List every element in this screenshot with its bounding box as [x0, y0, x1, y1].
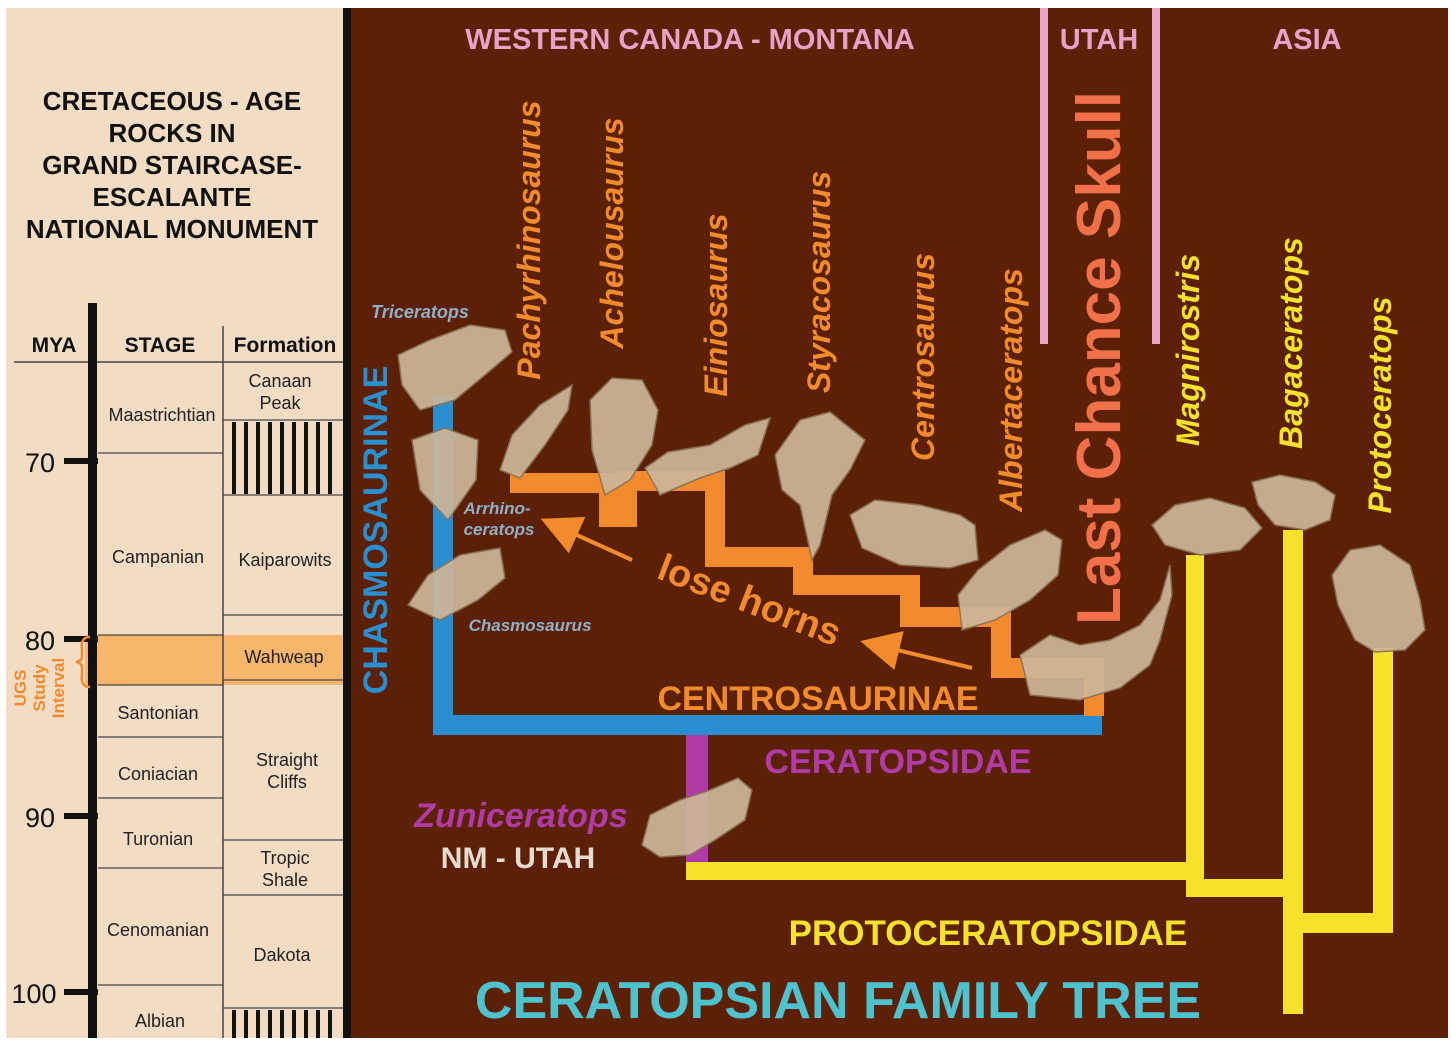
taxon-albertaceratops: Albertaceratops — [993, 268, 1029, 513]
clade-label-ceratopsidae: CERATOPSIDAE — [764, 743, 1031, 781]
clade-label-protoceratopsidae: PROTOCERATOPSIDAE — [789, 914, 1188, 953]
taxon-magnirostris: Magnirostris — [1170, 254, 1206, 446]
branch-segment — [1373, 648, 1393, 933]
region-label-utah: UTAH — [1060, 24, 1138, 56]
region-label-asia: ASIA — [1272, 24, 1341, 56]
study-interval-word: UGS — [11, 670, 30, 707]
taxon-zuniceratops-locality: NM - UTAH — [441, 842, 595, 875]
taxon-triceratops: Triceratops — [371, 302, 469, 322]
mya-tick-label: 70 — [25, 448, 55, 478]
stage-label: Coniacian — [118, 764, 198, 784]
panel-divider — [343, 8, 351, 1038]
clade-label-centrosaurinae: CENTROSAURINAE — [657, 680, 978, 718]
formation-label: Canaan — [248, 371, 311, 391]
formation-label: Tropic — [260, 848, 309, 868]
utah-divider-left — [1040, 8, 1048, 344]
formation-label: Wahweap — [244, 647, 323, 667]
stage-label: Albian — [135, 1011, 185, 1031]
branch-segment — [1186, 555, 1204, 897]
stratigraphy-panel: CRETACEOUS - AGE ROCKS IN GRAND STAIRCAS… — [6, 8, 343, 1038]
taxon-zuniceratops: Zuniceratops — [413, 797, 627, 835]
taxon-achelousaurus: Achelousaurus — [594, 117, 630, 349]
panel-title-line: CRETACEOUS - AGE — [43, 86, 302, 116]
taxon-protoceratops: Protoceratops — [1362, 297, 1398, 514]
family-tree-panel: WESTERN CANADA - MONTANA UTAH ASIA — [351, 8, 1448, 1038]
taxon-chasmosaurus: Chasmosaurus — [469, 616, 592, 635]
study-interval-word: Interval — [49, 658, 68, 718]
formation-label: Cliffs — [267, 772, 307, 792]
mya-tick — [64, 636, 98, 642]
stage-label: Turonian — [123, 829, 193, 849]
mya-tick — [64, 813, 98, 819]
mya-tick — [64, 989, 98, 995]
branch-segment — [1283, 530, 1303, 1014]
study-interval-word: Study — [30, 664, 49, 712]
clade-label-chasmosaurinae: CHASMOSAURINAE — [357, 366, 395, 695]
panel-title-line: NATIONAL MONUMENT — [26, 214, 318, 244]
branch-segment — [1186, 879, 1300, 897]
formation-label: Peak — [259, 393, 301, 413]
taxon-arrhinoceratops-line2: ceratops — [464, 520, 535, 539]
mya-tick-label: 90 — [25, 803, 55, 833]
stage-label: Cenomanian — [107, 920, 209, 940]
taxon-pachyrhinosaurus: Pachyrhinosaurus — [511, 100, 547, 379]
taxon-bagaceratops: Bagaceratops — [1273, 237, 1309, 449]
header-mya: MYA — [32, 334, 77, 357]
taxon-styracosaurus: Styracosaurus — [801, 171, 837, 393]
taxon-arrhinoceratops-line1: Arrhino- — [462, 499, 530, 518]
unconformity-hatch — [226, 1010, 340, 1038]
taxon-last-chance-skull: Last Chance Skull — [1065, 91, 1134, 625]
mya-tick — [64, 458, 98, 464]
header-stage: STAGE — [125, 334, 196, 357]
unconformity-hatch — [226, 422, 340, 494]
utah-divider-right — [1152, 8, 1160, 344]
stage-label: Maastrichtian — [108, 405, 215, 425]
formation-label: Dakota — [253, 945, 311, 965]
mya-tick-label: 80 — [25, 626, 55, 656]
region-label-west: WESTERN CANADA - MONTANA — [465, 24, 915, 56]
branch-segment — [433, 715, 1102, 735]
taxon-centrosaurus: Centrosaurus — [905, 253, 941, 461]
panel-title-line: ESCALANTE — [93, 182, 252, 212]
formation-label: Shale — [262, 870, 308, 890]
main-title: CERATOPSIAN FAMILY TREE — [475, 972, 1201, 1030]
taxon-einiosaurus: Einiosaurus — [698, 213, 734, 396]
formation-label: Kaiparowits — [238, 550, 331, 570]
stage-label: Santonian — [117, 703, 198, 723]
mya-tick-label: 100 — [11, 979, 56, 1009]
mya-axis — [88, 303, 97, 1038]
formation-label: Straight — [256, 750, 318, 770]
panel-title-line: ROCKS IN — [108, 118, 235, 148]
header-formation: Formation — [234, 334, 337, 357]
panel-title-line: GRAND STAIRCASE- — [42, 150, 302, 180]
branch-segment — [686, 862, 1200, 880]
stage-label: Campanian — [112, 547, 204, 567]
